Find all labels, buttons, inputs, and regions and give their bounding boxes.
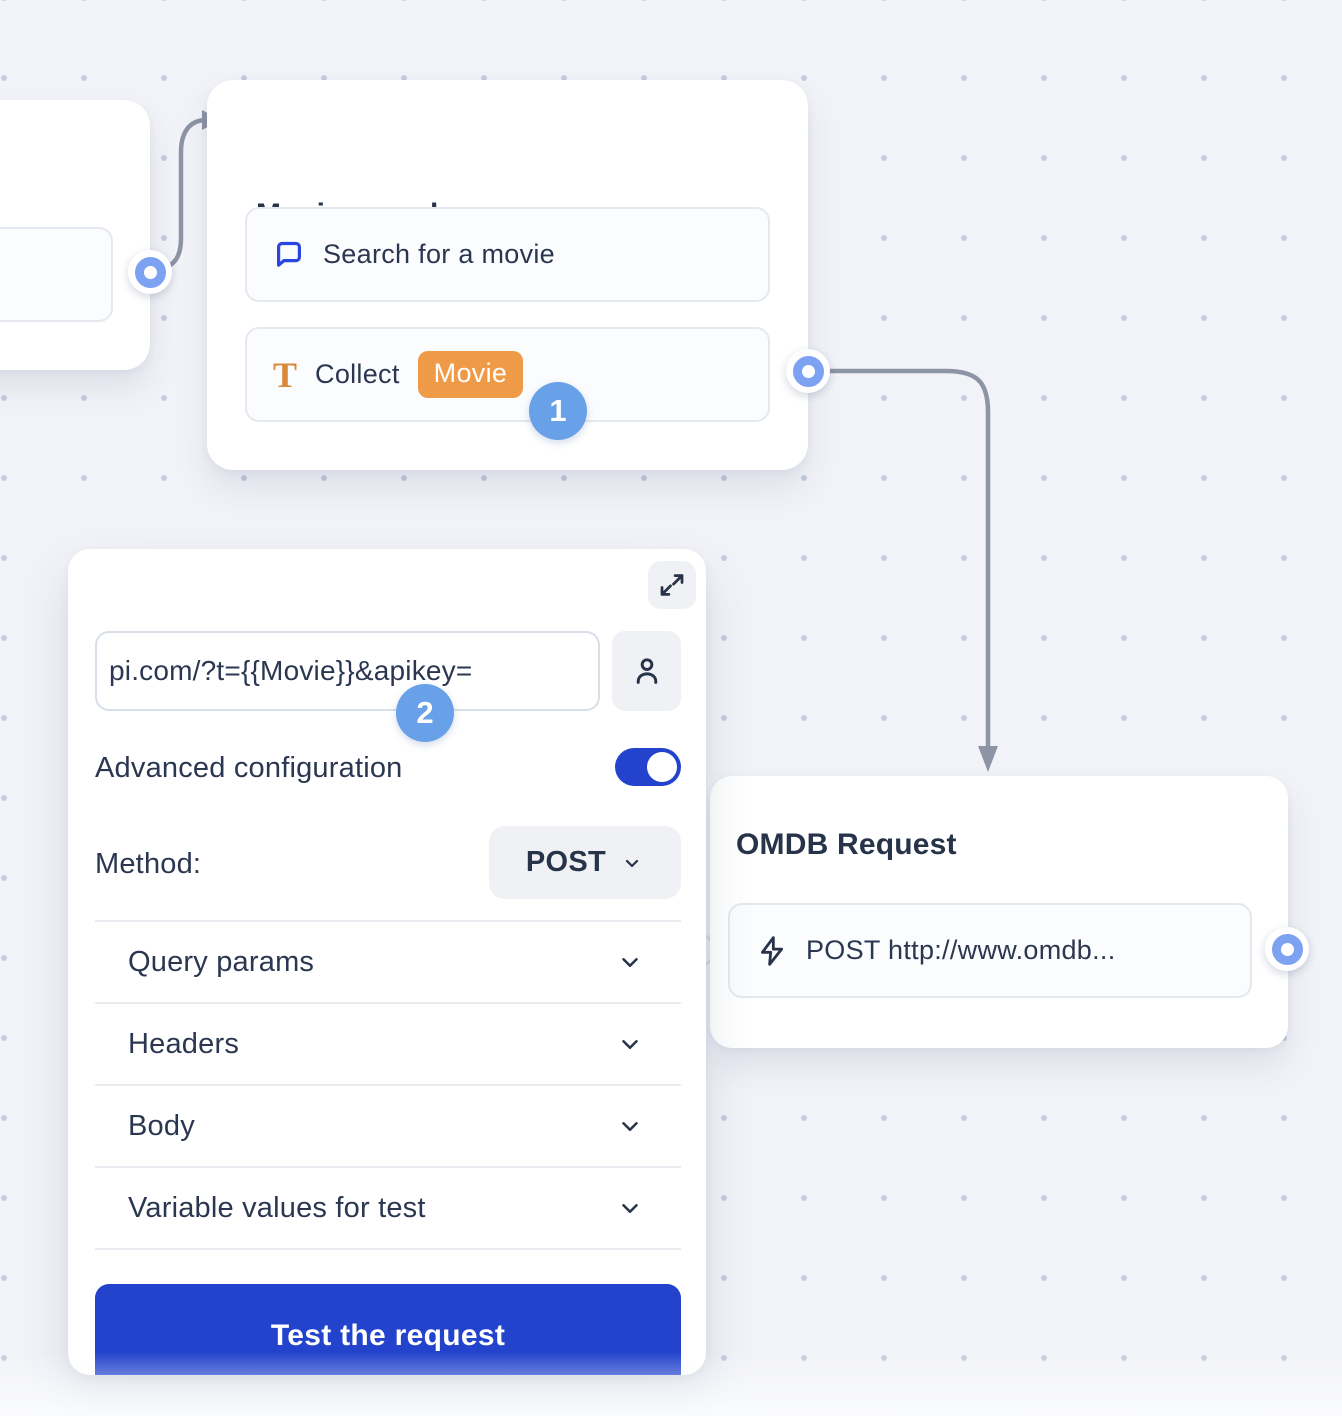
output-port-omdb-request[interactable] [1265,927,1309,971]
section-row-headers[interactable]: Headers [95,1004,681,1084]
section-label: Variable values for test [128,1191,426,1224]
block-label: Collect [315,359,400,389]
insert-variable-button[interactable] [612,631,681,711]
divider [95,1166,681,1168]
chevron-down-icon [622,958,638,968]
chevron-down-icon [622,1204,638,1214]
url-input[interactable] [95,631,600,711]
node-title: OMDB Request [736,828,957,861]
method-select[interactable]: POST [489,826,681,899]
step-badge-1: 1 [529,382,587,440]
chevron-down-icon [622,1122,638,1132]
expand-button[interactable] [648,561,696,609]
port-ring-icon [1271,933,1303,965]
advanced-configuration-toggle[interactable] [615,748,681,786]
webhook-config-panel: Advanced configuration Method: POST Quer… [68,549,706,1375]
block-label: Search for a movie [323,239,555,269]
divider [95,1002,681,1004]
block-collect-movie[interactable]: T Collect Movie [245,327,770,422]
block-label: POST http://www.omdb... [806,935,1116,965]
method-label: Method: [95,848,202,880]
arrowhead-down-icon [978,746,998,772]
section-label: Headers [128,1027,240,1060]
section-row-body[interactable]: Body [95,1086,681,1166]
node-omdb-request[interactable]: OMDB Request POST http://www.omdb... [710,776,1288,1048]
test-request-button[interactable]: Test the request [95,1284,681,1375]
chevron-down-icon [622,1040,638,1050]
block-webhook-request[interactable]: POST http://www.omdb... [728,903,1252,998]
output-port-movie-search[interactable] [786,349,830,393]
divider [95,1248,681,1250]
section-label: Body [128,1109,195,1142]
step-badge-2: 2 [396,684,454,742]
chat-bubble-icon [277,241,301,267]
expand-icon [660,574,684,596]
chevron-down-icon [625,859,639,867]
section-row-variable-values[interactable]: Variable values for test [95,1168,681,1248]
advanced-configuration-label: Advanced configuration [95,752,403,784]
node-partial-left-item[interactable] [0,227,113,322]
divider [95,920,681,922]
method-value: POST [525,846,607,878]
divider [95,1084,681,1086]
variable-badge-movie: Movie [417,351,524,398]
node-movie-search[interactable]: Movie search Search for a movie T Collec… [207,80,808,470]
output-port-left-node[interactable] [128,250,172,294]
port-ring-icon [134,256,166,288]
section-row-query-params[interactable]: Query params [95,922,681,1002]
connector-left-to-movie-search[interactable] [148,117,209,275]
toggle-knob [647,752,677,782]
text-collect-icon: T [273,354,298,395]
section-label: Query params [128,945,315,978]
block-search-for-a-movie[interactable]: Search for a movie [245,207,770,302]
connector-movie-search-to-omdb[interactable] [827,368,991,751]
lightning-icon [761,935,783,966]
user-icon [636,658,657,684]
port-ring-icon [792,355,824,387]
